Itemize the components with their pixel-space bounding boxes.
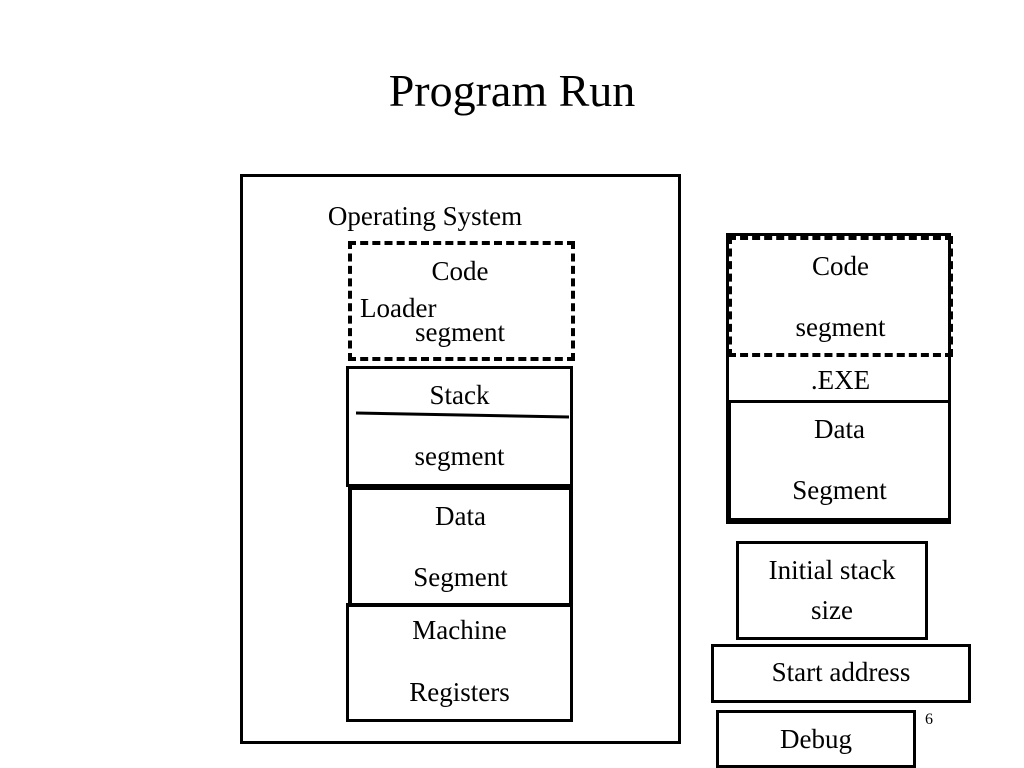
memory-frame (240, 174, 681, 744)
page-number: 6 (925, 711, 933, 728)
exe-code-segment-box (728, 236, 953, 357)
machine-registers-box (346, 603, 573, 722)
debug-box (716, 710, 916, 768)
initial-stack-line1: Initial stack (768, 555, 896, 585)
loader-label: Loader (360, 293, 437, 323)
stack-segment-line2: segment (414, 441, 505, 471)
exe-code-line1: Code (812, 251, 869, 281)
exe-code-line2: segment (795, 312, 886, 342)
data-segment-line1: Data (435, 501, 486, 531)
loader-segment-text: segment (415, 317, 505, 347)
operating-system-label: Operating System (327, 201, 523, 231)
slide-title: Program Run (388, 65, 636, 116)
initial-stack-size-box (736, 541, 928, 640)
exe-data-segment-box (728, 400, 951, 521)
loader-code-text: Code (431, 256, 489, 286)
exe-file-box (726, 233, 951, 524)
machine-registers-line1: Machine (412, 615, 507, 645)
exe-data-line2: Segment (792, 475, 887, 505)
stack-segment-box (346, 366, 573, 487)
initial-stack-line2: size (811, 595, 853, 625)
exe-label: .EXE (810, 365, 871, 395)
stack-segment-line1: Stack (429, 380, 490, 410)
loader-code-segment-box (348, 241, 575, 361)
start-address-text: Start address (771, 657, 911, 687)
debug-text: Debug (780, 724, 852, 754)
start-address-box (711, 644, 971, 703)
stack-divider-line (355, 411, 570, 419)
exe-data-line1: Data (814, 414, 865, 444)
machine-registers-line2: Registers (409, 677, 510, 707)
data-segment-line2: Segment (413, 562, 508, 592)
